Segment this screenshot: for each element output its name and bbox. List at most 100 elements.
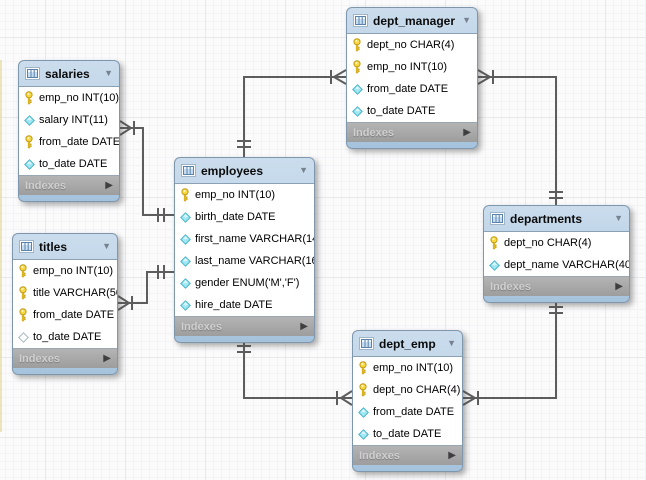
column-row[interactable]: to_date DATE	[19, 153, 119, 175]
column-definition: emp_no INT(10)	[39, 92, 119, 104]
table-dept_manager[interactable]: dept_manager▼dept_no CHAR(4)emp_no INT(1…	[346, 7, 478, 149]
diamond-filled-icon	[351, 105, 363, 117]
column-definition: from_date DATE	[39, 136, 119, 148]
column-row[interactable]: salary INT(11)	[19, 109, 119, 131]
table-columns: emp_no INT(10) title VARCHAR(50) from_date…	[13, 259, 117, 349]
indexes-footer[interactable]: Indexes▶	[13, 349, 117, 368]
indexes-footer[interactable]: Indexes▶	[484, 277, 629, 296]
table-header-dept_manager[interactable]: dept_manager▼	[347, 8, 477, 33]
column-row[interactable]: emp_no INT(10)	[347, 56, 477, 78]
table-salaries[interactable]: salaries ▼ emp_no INT(10) salary INT(11) fro…	[18, 60, 120, 202]
indexes-label: Indexes	[25, 179, 66, 192]
table-icon	[490, 212, 505, 225]
key-icon	[23, 91, 35, 105]
collapse-triangle-icon[interactable]: ▼	[102, 241, 111, 251]
relationship-connector-employees-dept_manager[interactable]	[237, 69, 347, 157]
relationship-connector-employees-dept_emp[interactable]	[237, 341, 353, 406]
table-header-employees[interactable]: employees▼	[175, 158, 314, 183]
column-row[interactable]: hire_date DATE	[175, 294, 314, 316]
key-icon	[17, 308, 29, 322]
column-row[interactable]: birth_date DATE	[175, 206, 314, 228]
diamond-filled-icon	[488, 259, 500, 271]
expand-arrow-icon[interactable]: ▶	[448, 449, 456, 461]
column-row[interactable]: dept_no CHAR(4)	[484, 232, 629, 254]
column-row[interactable]: title VARCHAR(50)	[13, 282, 117, 304]
table-header-dept_emp[interactable]: dept_emp▼	[353, 331, 462, 356]
indexes-label: Indexes	[353, 126, 394, 139]
column-definition: birth_date DATE	[195, 211, 276, 223]
column-definition: to_date DATE	[373, 428, 442, 440]
table-columns: emp_no INT(10) dept_no CHAR(4) from_date D…	[353, 356, 462, 446]
column-row[interactable]: gender ENUM('M','F')	[175, 272, 314, 294]
table-columns: dept_no CHAR(4) dept_name VARCHAR(40)	[484, 231, 629, 277]
diamond-filled-icon	[179, 255, 191, 267]
table-departments[interactable]: departments ▼ dept_no CHAR(4) dept_name VAR…	[483, 205, 630, 303]
collapse-triangle-icon[interactable]: ▼	[299, 165, 308, 175]
column-definition: to_date DATE	[367, 105, 436, 117]
expand-arrow-icon[interactable]: ▶	[105, 179, 113, 191]
column-definition: from_date DATE	[33, 309, 115, 321]
collapse-triangle-icon[interactable]: ▼	[104, 68, 113, 78]
relationship-connector-departments-dept_emp[interactable]	[462, 301, 563, 406]
table-title: departments	[510, 211, 583, 226]
column-row[interactable]: to_date DATE	[347, 100, 477, 122]
table-employees[interactable]: employees▼emp_no INT(10) birth_date DATE f…	[174, 157, 315, 343]
column-row[interactable]: emp_no INT(10)	[353, 357, 462, 379]
column-row[interactable]: dept_no CHAR(4)	[347, 34, 477, 56]
column-row[interactable]: from_date DATE	[19, 131, 119, 153]
table-header-departments[interactable]: departments ▼	[484, 206, 629, 231]
column-row[interactable]: from_date DATE	[353, 401, 462, 423]
diamond-filled-icon	[179, 233, 191, 245]
column-row[interactable]: last_name VARCHAR(16)	[175, 250, 314, 272]
key-icon	[179, 188, 191, 202]
relationship-connector-employees-salaries[interactable]	[119, 120, 174, 222]
expand-arrow-icon[interactable]: ▶	[300, 320, 308, 332]
indexes-footer[interactable]: Indexes ▶	[19, 176, 119, 195]
column-row[interactable]: to_date DATE	[353, 423, 462, 445]
column-row[interactable]: first_name VARCHAR(14)	[175, 228, 314, 250]
table-header-salaries[interactable]: salaries ▼	[19, 61, 119, 86]
column-definition: dept_no CHAR(4)	[373, 384, 461, 396]
indexes-label: Indexes	[359, 449, 400, 462]
column-row[interactable]: emp_no INT(10)	[175, 184, 314, 206]
key-icon	[17, 264, 29, 278]
table-title: salaries	[45, 66, 90, 81]
column-row[interactable]: dept_name VARCHAR(40)	[484, 254, 629, 276]
indexes-footer[interactable]: Indexes▶	[175, 317, 314, 336]
indexes-footer[interactable]: Indexes ▶	[347, 123, 477, 142]
diamond-hollow-icon	[17, 331, 29, 343]
table-dept_emp[interactable]: dept_emp▼emp_no INT(10) dept_no CHAR(4) fr…	[352, 330, 463, 472]
expand-arrow-icon[interactable]: ▶	[615, 280, 623, 292]
column-row[interactable]: emp_no INT(10)	[13, 260, 117, 282]
column-row[interactable]: emp_no INT(10)	[19, 87, 119, 109]
column-row[interactable]: to_date DATE	[13, 326, 117, 348]
column-definition: from_date DATE	[373, 406, 455, 418]
column-definition: dept_name VARCHAR(40)	[504, 259, 629, 271]
table-title: titles	[39, 239, 68, 254]
relationship-connector-employees-titles[interactable]	[117, 265, 174, 311]
column-definition: last_name VARCHAR(16)	[195, 255, 314, 267]
column-row[interactable]: dept_no CHAR(4)	[353, 379, 462, 401]
table-header-titles[interactable]: titles ▼	[13, 234, 117, 259]
column-definition: to_date DATE	[33, 331, 102, 343]
expand-arrow-icon[interactable]: ▶	[103, 352, 111, 364]
column-definition: title VARCHAR(50)	[33, 287, 117, 299]
table-icon	[181, 164, 196, 177]
collapse-triangle-icon[interactable]: ▼	[447, 338, 456, 348]
column-definition: gender ENUM('M','F')	[195, 277, 300, 289]
column-row[interactable]: from_date DATE	[347, 78, 477, 100]
collapse-triangle-icon[interactable]: ▼	[462, 15, 471, 25]
key-icon	[17, 286, 29, 300]
key-icon	[23, 135, 35, 149]
diamond-filled-icon	[179, 299, 191, 311]
column-row[interactable]: from_date DATE	[13, 304, 117, 326]
collapse-triangle-icon[interactable]: ▼	[614, 213, 623, 223]
relationship-connector-departments-dept_manager[interactable]	[477, 69, 563, 205]
page-margin-line	[0, 60, 2, 432]
indexes-footer[interactable]: Indexes ▶	[353, 446, 462, 465]
table-titles[interactable]: titles ▼ emp_no INT(10) title VARCHAR(50) fr…	[12, 233, 118, 375]
expand-arrow-icon[interactable]: ▶	[463, 126, 471, 138]
table-icon	[353, 14, 368, 27]
